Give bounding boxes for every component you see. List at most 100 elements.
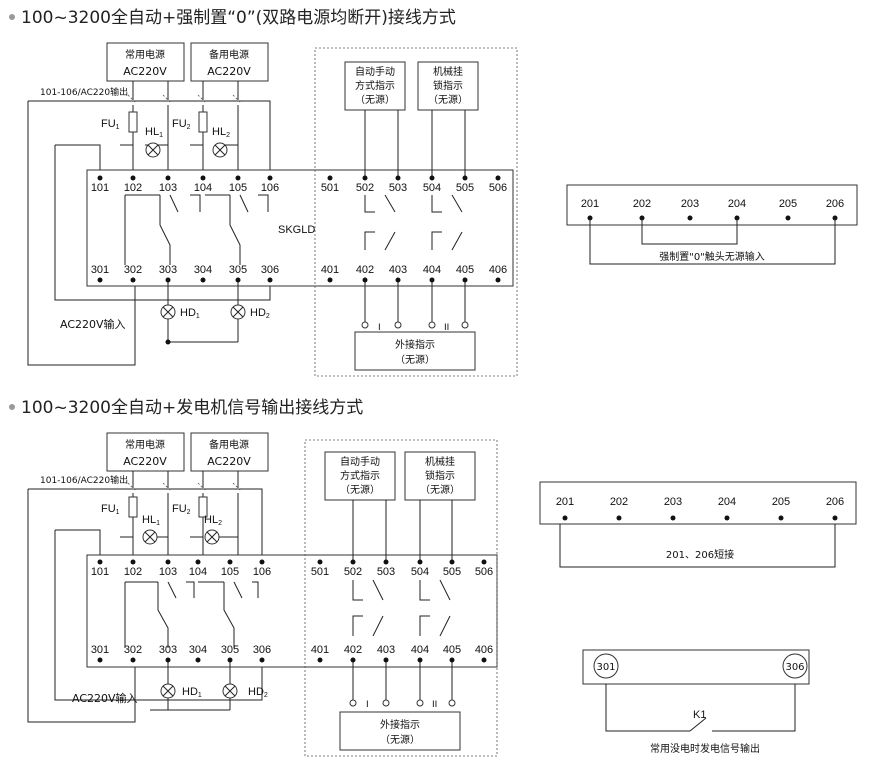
- terminal-dot-102: [130, 175, 136, 181]
- terminal-dot-506: [495, 175, 501, 181]
- roman-i-2: I: [366, 700, 369, 710]
- terminal-2-dot-503: [383, 559, 389, 565]
- terminal-2-506: 506: [475, 566, 493, 578]
- mech-lock-box: [417, 61, 479, 111]
- k-wires: [605, 684, 796, 732]
- auto-manual-box: [344, 61, 406, 111]
- block-200-2-terminal-dot-202: [616, 515, 622, 521]
- ext-term-3: [428, 321, 436, 329]
- block-200-2-terminal-206: 206: [826, 496, 844, 508]
- terminal-403: 403: [389, 264, 407, 276]
- terminal-2-304: 304: [189, 644, 207, 656]
- terminal-dot-503: [395, 175, 401, 181]
- indicator-wires-2: [352, 500, 453, 700]
- terminal-dot-306: [267, 277, 273, 283]
- block-200-2-terminal-205: 205: [772, 496, 790, 508]
- terminal-101: 101: [91, 182, 109, 194]
- lamp-hl2-2: [204, 529, 220, 545]
- terminal-2-dot-406: [481, 657, 487, 663]
- fu1-label: FU1: [101, 118, 120, 131]
- terminal-2-dot-403: [383, 657, 389, 663]
- hd-wires-2: [150, 660, 231, 711]
- source-backup-2-line1: 备用电源: [209, 438, 249, 451]
- hd1-label: HD1: [180, 307, 200, 320]
- auto-manual-2-line2: 方式指示: [340, 469, 380, 482]
- terminal-2-501: 501: [311, 566, 329, 578]
- section-1-heading: 100~3200全自动+强制置“0”(双路电源均断开)接线方式: [21, 8, 456, 28]
- terminal-2-401: 401: [311, 644, 329, 656]
- k-term-301: 301: [596, 662, 615, 673]
- source-normal-box: [106, 42, 185, 82]
- block-200-terminal-dot-205: [785, 215, 791, 221]
- output-label-2: 101-106/AC220输出: [40, 474, 128, 486]
- fuse-fu1-2: [128, 496, 138, 518]
- block-200-terminal-dot-203: [687, 215, 693, 221]
- terminal-2-105: 105: [221, 566, 239, 578]
- terminal-301: 301: [91, 264, 109, 276]
- terminal-2-dot-304: [195, 657, 201, 663]
- terminal-dot-101: [97, 175, 103, 181]
- terminal-2-dot-405: [449, 657, 455, 663]
- terminal-504: 504: [423, 182, 441, 194]
- terminal-2-503: 503: [377, 566, 395, 578]
- block-200-terminal-202: 202: [633, 198, 651, 210]
- mech-lock-line1: 机械挂: [433, 65, 463, 78]
- terminal-2-504: 504: [411, 566, 429, 578]
- source-backup-line2: AC220V: [207, 65, 251, 78]
- auto-manual-line3: （无源）: [355, 93, 395, 106]
- terminal-dot-301: [97, 277, 103, 283]
- source-backup-line1: 备用电源: [209, 48, 249, 61]
- block-200-2: [539, 481, 857, 525]
- terminal-2-dot-504: [417, 559, 423, 565]
- fu1-label-2: FU1: [101, 503, 120, 516]
- terminal-dot-304: [200, 277, 206, 283]
- terminal-2-505: 505: [443, 566, 461, 578]
- terminal-2-dot-305: [227, 657, 233, 663]
- terminal-2-dot-103: [165, 559, 171, 565]
- terminal-506: 506: [489, 182, 507, 194]
- auto-manual-line2: 方式指示: [355, 79, 395, 92]
- k-term-301-circle: [593, 653, 619, 679]
- indicator-dashed-area-2: [304, 439, 498, 757]
- source-taps: [127, 94, 242, 104]
- ext-indicator-box: [354, 331, 476, 371]
- k-block: [582, 649, 810, 685]
- terminal-2-dot-101: [97, 559, 103, 565]
- terminal-106: 106: [261, 182, 279, 194]
- fuse-fu2-2: [198, 496, 208, 518]
- terminal-2-502: 502: [344, 566, 362, 578]
- hl1-label: HL1: [145, 126, 163, 139]
- ext-line2: （无源）: [395, 353, 435, 366]
- indicator-wires: [364, 110, 466, 322]
- internal-contacts: [124, 194, 463, 265]
- block-200-2-terminal-203: 203: [664, 496, 682, 508]
- terminal-2-dot-106: [259, 559, 265, 565]
- ext-term-2-4: [448, 699, 456, 707]
- terminal-306: 306: [261, 264, 279, 276]
- lamp-hl1-2: [142, 529, 158, 545]
- terminal-2-dot-401: [317, 657, 323, 663]
- terminal-2-dot-105: [227, 559, 233, 565]
- ext-indicator-box-2: [339, 711, 461, 751]
- terminal-2-dot-302: [130, 657, 136, 663]
- block-200-2-terminal-204: 204: [718, 496, 736, 508]
- source-normal-2-line2: AC220V: [123, 455, 167, 468]
- terminal-dot-406: [495, 277, 501, 283]
- terminal-2-303: 303: [159, 644, 177, 656]
- ext-2-line2: （无源）: [380, 733, 420, 746]
- terminal-dot-402: [362, 277, 368, 283]
- block-200-terminal-204: 204: [728, 198, 746, 210]
- section-2-heading: 100~3200全自动+发电机信号输出接线方式: [21, 398, 363, 418]
- fuse-fu1: [128, 111, 138, 133]
- terminal-406: 406: [489, 264, 507, 276]
- output-label: 101-106/AC220输出: [40, 86, 128, 98]
- source-normal-2-line1: 常用电源: [125, 438, 165, 451]
- terminal-2-dot-502: [350, 559, 356, 565]
- block-200-terminal-206: 206: [826, 198, 844, 210]
- mech-lock-2-line2: 锁指示: [425, 469, 455, 482]
- source-normal-box-2: [106, 432, 185, 472]
- terminal-dot-105: [235, 175, 241, 181]
